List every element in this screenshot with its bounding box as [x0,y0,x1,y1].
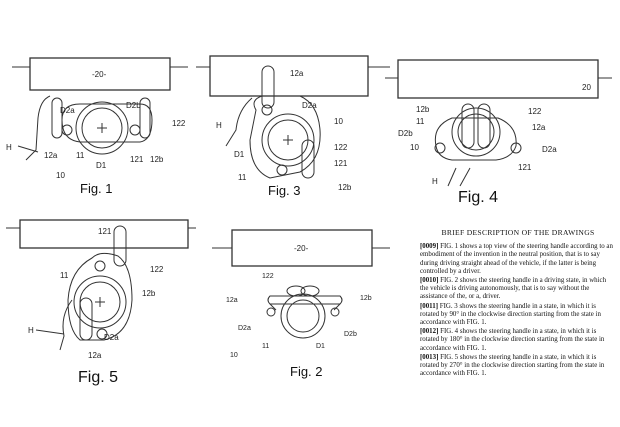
fig1-label-h: H [6,143,12,152]
paragraph-0013: [0013] FIG. 5 shows the steering handle … [420,354,616,379]
fig5-label-h: H [28,326,34,335]
fig3-label-122: 122 [334,143,348,152]
brief-description-column: BRIEF DESCRIPTION OF THE DRAWINGS [0009]… [420,228,616,379]
fig3-label-121: 121 [334,159,348,168]
fig1-caption: Fig. 1 [80,181,113,196]
fig1-label-11: 11 [76,151,85,160]
paragraph-text: FIG. 4 shows the steering handle in a st… [420,328,605,352]
description-heading: BRIEF DESCRIPTION OF THE DRAWINGS [441,228,595,237]
fig5-label-11: 11 [60,271,69,280]
fig3-label-12a: 12a [290,69,304,78]
fig3-caption: Fig. 3 [268,183,301,198]
fig5-label-121: 121 [98,227,112,236]
figure-1: -20- H D2a D2b 122 12a D1 11 121 12b 10 … [6,57,188,196]
fig1-label-122: 122 [172,119,186,128]
paragraph-0010: [0010] FIG. 2 shows the steering handle … [420,277,616,302]
fig4-caption: Fig. 4 [458,189,498,206]
figure-3: 12a D2a 10 H D1 122 121 11 12b Fig. 3 [196,55,390,198]
figure-4: 20 12b 122 11 12a D2b D2a 10 H 121 Fig. … [385,59,612,206]
fig2-label-12a: 12a [226,297,238,304]
fig1-label-121: 121 [130,155,144,164]
fig3-label-d1: D1 [234,150,245,159]
fig4-label-11: 11 [416,117,425,126]
fig2-label-11: 11 [262,343,269,350]
fig2-label-12b: 12b [360,295,372,302]
fig1-label-12b: 12b [150,155,164,164]
paragraph-number: [0012] [420,328,439,336]
fig4-label-10: 10 [410,143,419,152]
fig3-label-h: H [216,121,222,130]
fig4-label-122: 122 [528,107,542,116]
paragraph-text: FIG. 5 shows the steering handle in a st… [420,353,605,378]
fig1-label-12a: 12a [44,151,58,160]
fig1-label-10: 10 [56,171,65,180]
fig3-label-d2a: D2a [302,101,317,110]
fig3-label-10: 10 [334,117,343,126]
fig5-label-12b: 12b [142,289,156,298]
fig4-label-121: 121 [518,163,532,172]
fig3-label-12b: 12b [338,183,352,192]
fig4-label-20: 20 [582,83,591,92]
paragraph-text: FIG. 1 shows a top view of the steering … [420,243,613,275]
paragraph-number: [0011] [420,302,438,310]
fig4-label-h: H [432,177,438,186]
fig2-label-d2b: D2b [344,331,357,338]
fig4-label-12b: 12b [416,105,430,114]
fig2-caption: Fig. 2 [290,364,323,379]
fig1-label-d2a: D2a [60,106,75,115]
fig3-label-11: 11 [238,173,247,182]
fig4-label-d2a: D2a [542,145,557,154]
paragraph-text: FIG. 3 shows the steering handle in a st… [420,302,601,327]
fig5-label-122: 122 [150,265,164,274]
fig5-label-12a: 12a [88,351,102,360]
fig1-label-d1: D1 [96,161,107,170]
fig1-label-d2b: D2b [126,101,141,110]
fig1-label-20: -20- [92,70,107,79]
paragraph-0011: [0011] FIG. 3 shows the steering handle … [420,303,616,328]
fig2-label-d1: D1 [316,343,325,350]
paragraph-0009: [0009] FIG. 1 shows a top view of the st… [420,243,616,276]
paragraph-0012: [0012] FIG. 4 shows the steering handle … [420,328,616,353]
fig4-label-d2b: D2b [398,129,413,138]
fig5-label-d2a: D2a [104,333,119,342]
fig2-label-20: -20- [294,244,309,253]
fig4-label-12a: 12a [532,123,546,132]
paragraph-number: [0009] [420,243,439,251]
figure-5: 121 11 122 12b H D2a 12a Fig. 5 [6,219,196,386]
figure-2: -20- 122 12a 12b D2a 11 D1 D2b 10 Fig. 2 [212,229,390,379]
paragraph-number: [0013] [420,353,439,361]
fig2-label-122: 122 [262,273,274,280]
paragraph-text: FIG. 2 shows the steering handle in a dr… [420,277,607,301]
paragraph-number: [0010] [420,277,439,285]
fig2-label-10: 10 [230,352,238,359]
fig2-label-d2a: D2a [238,325,251,332]
fig5-caption: Fig. 5 [78,369,118,386]
